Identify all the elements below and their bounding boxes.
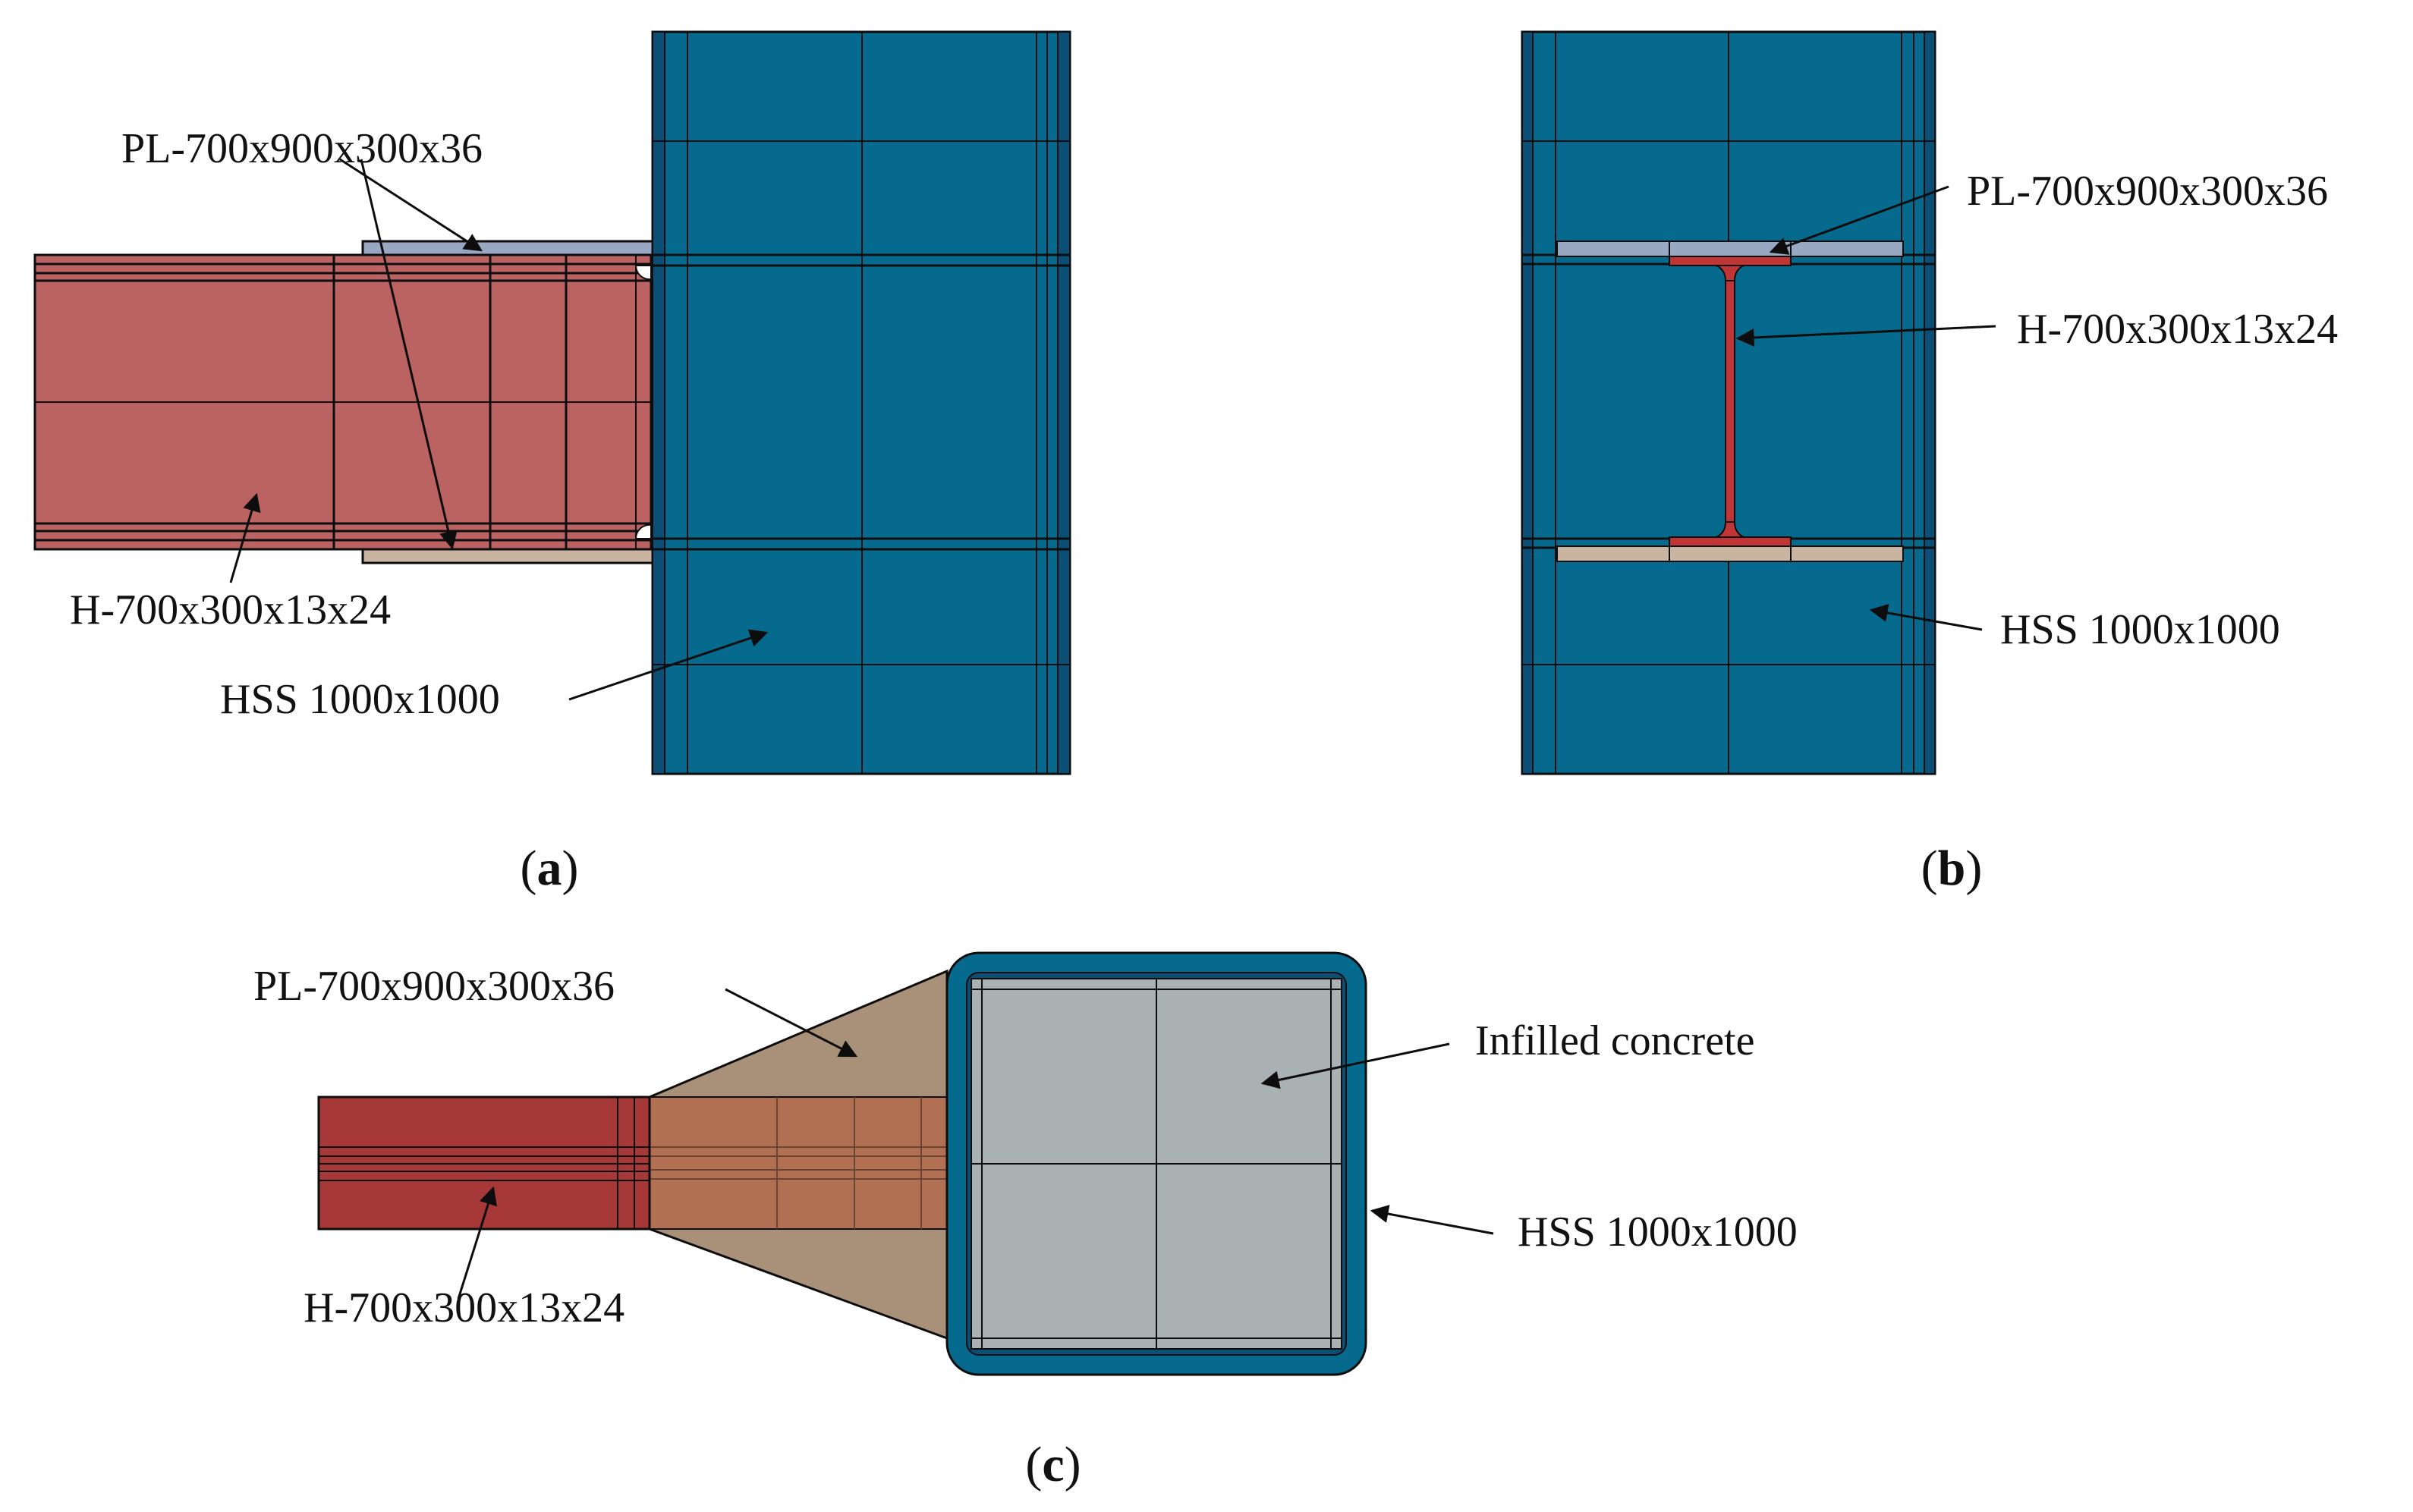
panel-a-caption: (a) — [521, 841, 579, 896]
panel-c-plate-label: PL-700x900x300x36 — [253, 963, 615, 1010]
panel-b-beam-label: H-700x300x13x24 — [2017, 306, 2338, 353]
panel-a-column-leader — [568, 629, 769, 701]
panel-a-beam-leader — [229, 492, 261, 583]
panel-a-plate-leader-top — [339, 158, 483, 252]
panel-c-beam — [317, 1095, 651, 1231]
panel-c-plate-leader — [725, 988, 858, 1058]
panel-c: PL-700x900x300x36 H-700x300x13x24 Infill… — [253, 951, 1798, 1492]
panel-c-column-leader — [1370, 1205, 1494, 1235]
panel-c-concrete-leader — [1260, 1042, 1450, 1089]
panel-b-plate-leader — [1769, 185, 1949, 255]
panel-c-caption: (c) — [1025, 1437, 1081, 1492]
panel-b-caption: (b) — [1921, 841, 1983, 896]
panel-a-plate-label: PL-700x900x300x36 — [121, 125, 483, 172]
panel-c-concrete-label: Infilled concrete — [1475, 1017, 1754, 1064]
panel-a-plate-leader-bottom — [360, 159, 458, 550]
panel-c-beam-overlap — [649, 1096, 948, 1230]
panel-c-column-label: HSS 1000x1000 — [1518, 1209, 1798, 1256]
panel-b-plate-label: PL-700x900x300x36 — [1967, 168, 2328, 215]
panel-a-bottom-plate — [361, 548, 654, 564]
panel-a-column — [651, 30, 1071, 775]
panel-b-bottom-plate — [1556, 545, 1904, 562]
panel-b-beam-leader — [1735, 325, 1996, 347]
panel-a-column-label: HSS 1000x1000 — [220, 676, 500, 723]
panel-b-column-label: HSS 1000x1000 — [2000, 606, 2280, 653]
panel-c-concrete — [971, 978, 1342, 1350]
panel-a-top-plate — [361, 240, 654, 256]
panel-b-column-leader — [1869, 603, 1983, 631]
panel-c-beam-leader — [457, 1186, 497, 1300]
panel-c-beam-label: H-700x300x13x24 — [304, 1284, 624, 1331]
panel-b-h-section — [1669, 256, 1792, 547]
panel-a-beam — [33, 253, 653, 551]
panel-a: PL-700x900x300x36 H-700x300x13x24 HSS 10… — [33, 30, 1071, 896]
panel-a-beam-label: H-700x300x13x24 — [70, 586, 391, 633]
panel-b-column — [1521, 30, 1936, 775]
panel-b: PL-700x900x300x36 H-700x300x13x24 HSS 10… — [1521, 30, 2338, 896]
panel-b-top-plate — [1556, 240, 1904, 257]
